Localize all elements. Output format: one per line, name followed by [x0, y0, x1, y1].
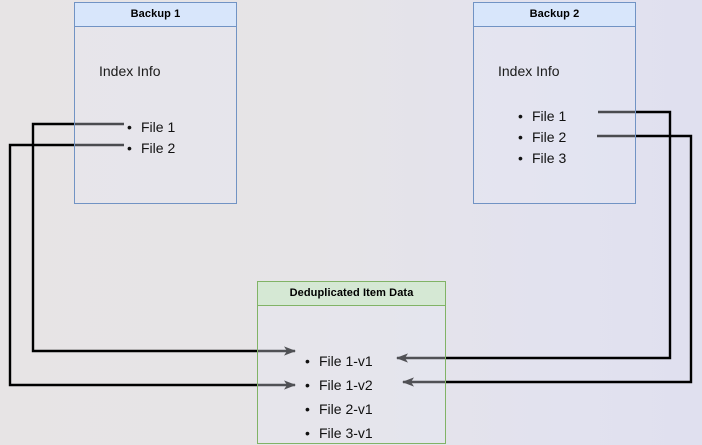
backup-1-title: Backup 1 [75, 3, 236, 27]
backup-1-body: Index Info File 1 File 2 [75, 27, 236, 203]
list-item[interactable]: File 2 [127, 138, 175, 159]
backup-2-title: Backup 2 [474, 3, 635, 27]
deduplicated-item-data-title: Deduplicated Item Data [258, 282, 445, 306]
list-item[interactable]: File 2-v1 [305, 397, 373, 421]
list-item[interactable]: File 1-v2 [305, 373, 373, 397]
deduplicated-item-data-box[interactable]: Deduplicated Item Data File 1-v1 File 1-… [257, 281, 446, 445]
list-item[interactable]: File 1 [127, 117, 175, 138]
list-item[interactable]: File 2 [518, 127, 566, 148]
backup-1-box[interactable]: Backup 1 Index Info File 1 File 2 [74, 2, 237, 204]
deduplicated-item-data-body: File 1-v1 File 1-v2 File 2-v1 File 3-v1 [258, 306, 445, 445]
backup-2-caption: Index Info [498, 63, 560, 79]
list-item[interactable]: File 1 [518, 106, 566, 127]
backup-2-file-list: File 1 File 2 File 3 [518, 106, 566, 169]
backup-2-box[interactable]: Backup 2 Index Info File 1 File 2 File 3 [473, 2, 636, 204]
backup-1-file-list: File 1 File 2 [127, 117, 175, 159]
list-item[interactable]: File 3-v1 [305, 421, 373, 445]
list-item[interactable]: File 3 [518, 148, 566, 169]
deduplicated-file-list: File 1-v1 File 1-v2 File 2-v1 File 3-v1 [305, 349, 373, 445]
backup-1-caption: Index Info [99, 63, 161, 79]
list-item[interactable]: File 1-v1 [305, 349, 373, 373]
backup-2-body: Index Info File 1 File 2 File 3 [474, 27, 635, 203]
